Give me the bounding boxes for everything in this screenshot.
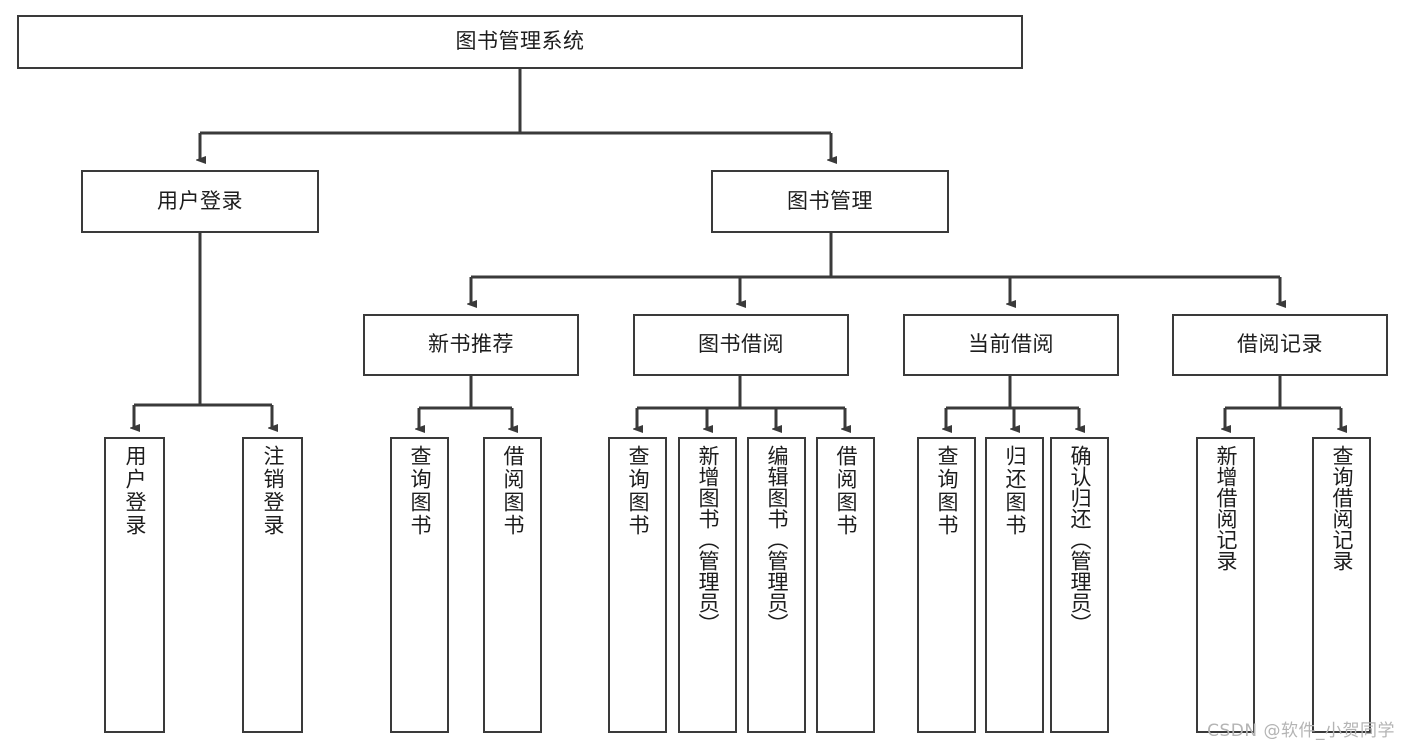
- leaf-query-borrow-record[interactable]: 查询借阅记录: [1312, 437, 1371, 733]
- node-book-borrow[interactable]: 图书借阅: [633, 314, 849, 376]
- leaf-add-borrow-record-label: 新增借阅记录: [1214, 445, 1238, 571]
- leaf-logout-label: 注销登录: [261, 445, 285, 537]
- node-book-management[interactable]: 图书管理: [711, 170, 949, 233]
- leaf-borrow-lend-book-label: 借阅图书: [834, 445, 858, 537]
- node-user-login-label: 用户登录: [157, 188, 243, 213]
- leaf-edit-book-admin[interactable]: 编辑图书（管理员）: [747, 437, 806, 733]
- leaf-user-login[interactable]: 用户登录: [104, 437, 165, 733]
- leaf-add-book-admin-label: 新增图书（管理员）: [696, 445, 720, 634]
- node-root-label: 图书管理系统: [455, 29, 585, 54]
- node-borrow-record[interactable]: 借阅记录: [1172, 314, 1388, 376]
- leaf-query-borrow-record-label: 查询借阅记录: [1330, 445, 1354, 571]
- leaf-add-book-admin[interactable]: 新增图书（管理员）: [678, 437, 737, 733]
- leaf-current-query-book[interactable]: 查询图书: [917, 437, 976, 733]
- leaf-borrow-lend-book[interactable]: 借阅图书: [816, 437, 875, 733]
- leaf-confirm-return-admin[interactable]: 确认归还（管理员）: [1050, 437, 1109, 733]
- leaf-return-book-label: 归还图书: [1003, 445, 1027, 537]
- node-new-book-recommend-label: 新书推荐: [428, 332, 514, 357]
- leaf-return-book[interactable]: 归还图书: [985, 437, 1044, 733]
- node-current-borrow-label: 当前借阅: [968, 332, 1054, 357]
- node-current-borrow[interactable]: 当前借阅: [903, 314, 1119, 376]
- node-user-login[interactable]: 用户登录: [81, 170, 319, 233]
- node-root[interactable]: 图书管理系统: [17, 15, 1023, 69]
- watermark: CSDN @软件_小贺同学: [1207, 721, 1395, 741]
- leaf-edit-book-admin-label: 编辑图书（管理员）: [765, 445, 789, 634]
- leaf-logout[interactable]: 注销登录: [242, 437, 303, 733]
- node-borrow-record-label: 借阅记录: [1237, 332, 1323, 357]
- leaf-newbook-borrow-book[interactable]: 借阅图书: [483, 437, 542, 733]
- leaf-newbook-query-book[interactable]: 查询图书: [390, 437, 449, 733]
- leaf-newbook-borrow-book-label: 借阅图书: [501, 445, 525, 537]
- node-book-management-label: 图书管理: [787, 188, 873, 213]
- leaf-newbook-query-book-label: 查询图书: [408, 445, 432, 537]
- node-book-borrow-label: 图书借阅: [698, 332, 784, 357]
- leaf-add-borrow-record[interactable]: 新增借阅记录: [1196, 437, 1255, 733]
- leaf-current-query-book-label: 查询图书: [935, 445, 959, 537]
- leaf-borrow-query-book[interactable]: 查询图书: [608, 437, 667, 733]
- leaf-user-login-label: 用户登录: [123, 445, 147, 537]
- node-new-book-recommend[interactable]: 新书推荐: [363, 314, 579, 376]
- leaf-confirm-return-admin-label: 确认归还（管理员）: [1068, 445, 1092, 634]
- leaf-borrow-query-book-label: 查询图书: [626, 445, 650, 537]
